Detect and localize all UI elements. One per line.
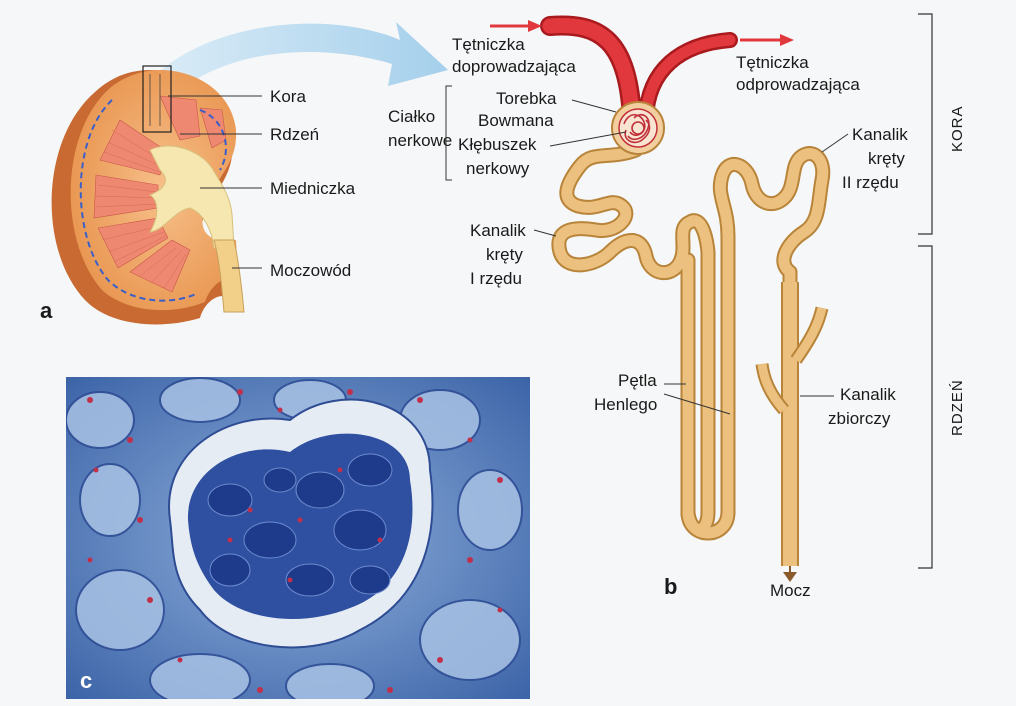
panel-letter-b: b [664, 574, 677, 599]
red-cells [87, 389, 503, 693]
label-dct-3: II rzędu [842, 173, 899, 192]
leader-capsule [571, 99, 617, 113]
label-afferent-1: Tętniczka [452, 35, 525, 54]
dashed-border [79, 99, 227, 302]
label-dct-1: Kanalik [852, 125, 908, 144]
zone-label-cortex: KORA [949, 105, 966, 152]
label-pct-3: I rzędu [470, 269, 522, 288]
zone-label-medulla: RDZEŃ [949, 379, 966, 436]
flow-arrows [490, 20, 794, 46]
glomerulus-lobules [207, 453, 393, 597]
leader-glomerulus [549, 131, 627, 147]
label-rdzen: Rdzeń [270, 125, 319, 144]
zoom-marker-rect [142, 65, 172, 133]
medulla-striations [95, 129, 187, 289]
renal-pelvis [148, 145, 235, 249]
ureter [213, 239, 245, 313]
label-afferent-2: doprowadzająca [452, 57, 576, 76]
label-capsule-2: Bowmana [478, 111, 554, 130]
label-collecting-1: Kanalik [840, 385, 896, 404]
corpuscle-bracket [445, 85, 452, 181]
leader-pct [533, 229, 557, 237]
label-efferent-1: Tętniczka [736, 53, 809, 72]
collecting-duct [755, 282, 829, 582]
panel-a-kidney: Kora Rdzeń Miedniczka Moczowód a [40, 22, 448, 325]
medulla-bracket [918, 245, 933, 569]
label-loop-2: Henlego [594, 395, 657, 414]
label-miedniczka: Miedniczka [270, 179, 356, 198]
renal-corpuscle [611, 101, 665, 155]
panel-letter-a: a [40, 298, 53, 323]
label-pct-2: kręty [486, 245, 523, 264]
label-capsule-1: Torebka [496, 89, 557, 108]
label-moczowod: Moczowód [270, 261, 351, 280]
panel-letter-c: c [80, 668, 92, 693]
cortex-bracket [918, 13, 933, 235]
label-corpuscle-1: Ciałko [388, 107, 435, 126]
leader-loop [663, 383, 731, 415]
label-urine: Mocz [770, 581, 811, 600]
panel-b-nephron: KORA RDZEŃ [388, 13, 966, 600]
panel-c-micrograph: c [66, 377, 530, 699]
label-dct-2: kręty [868, 149, 905, 168]
label-kora: Kora [270, 87, 306, 106]
tubule [551, 142, 831, 541]
label-efferent-2: odprowadzająca [736, 75, 860, 94]
label-corpuscle-2: nerkowe [388, 131, 452, 150]
blue-zoom-arrow [150, 22, 448, 100]
label-pct-1: Kanalik [470, 221, 526, 240]
label-glomerulus-1: Kłębuszek [458, 135, 537, 154]
label-loop-1: Pętla [618, 371, 657, 390]
leader-dct [821, 133, 849, 153]
label-glomerulus-2: nerkowy [466, 159, 530, 178]
label-collecting-2: zbiorczy [828, 409, 891, 428]
